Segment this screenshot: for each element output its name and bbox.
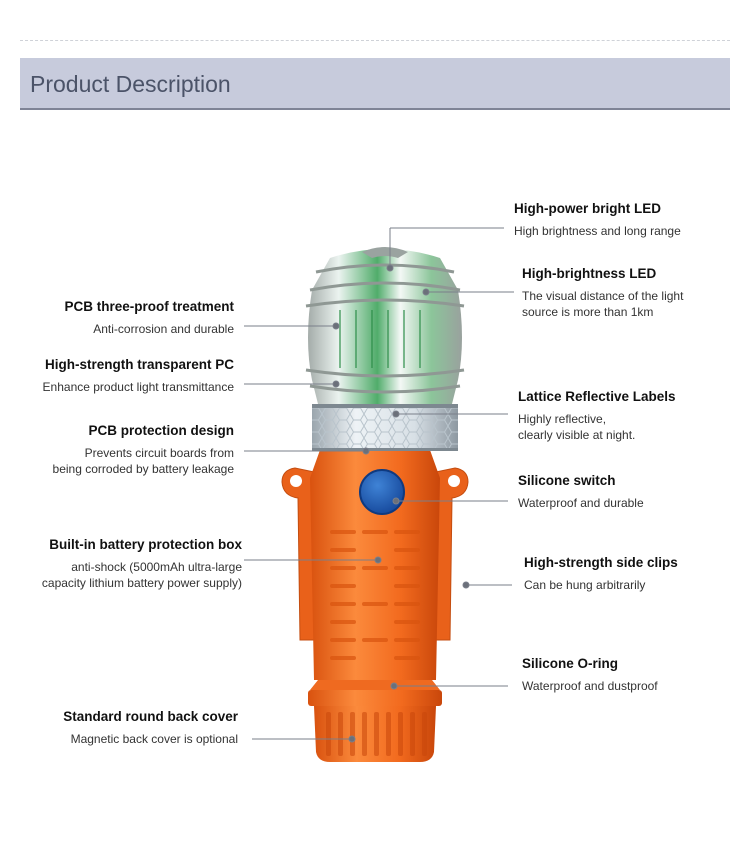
callout-desc: High brightness and long range (514, 224, 681, 238)
callout-battery-box: Built-in battery protection box anti-sho… (2, 536, 242, 591)
callout-desc: Highly reflective, clearly visible at ni… (518, 412, 636, 442)
reflective-band (312, 404, 458, 451)
callout-desc: Enhance product light transmittance (42, 380, 234, 394)
callout-title: High-strength transparent PC (44, 357, 234, 372)
battery-body (310, 448, 440, 680)
callout-title: Silicone O-ring (522, 656, 619, 671)
callout-pcb-protection: PCB protection design Prevents circuit b… (4, 422, 234, 477)
callout-title: PCB three-proof treatment (64, 299, 234, 314)
silicone-switch (359, 469, 405, 515)
callout-title: Built-in battery protection box (49, 537, 242, 552)
callout-desc: The visual distance of the light source … (522, 289, 684, 319)
callout-back-cover: Standard round back cover Magnetic back … (8, 708, 238, 747)
callout-transparent-pc: High-strength transparent PC Enhance pro… (4, 356, 234, 395)
callout-high-brightness-led: High-brightness LED The visual distance … (522, 265, 683, 320)
callout-desc: anti-shock (5000mAh ultra-large capacity… (41, 560, 242, 590)
callout-o-ring: Silicone O-ring Waterproof and dustproof (522, 655, 658, 694)
callout-title: PCB protection design (88, 423, 234, 438)
callout-desc: Prevents circuit boards from being corro… (52, 446, 234, 476)
callout-pcb-three-proof: PCB three-proof treatment Anti-corrosion… (4, 298, 234, 337)
top-dashed-divider (20, 40, 730, 41)
section-header: Product Description (20, 58, 730, 110)
callout-title: High-power bright LED (514, 201, 661, 216)
callout-desc: Can be hung arbitrarily (524, 578, 646, 592)
callout-desc: Magnetic back cover is optional (70, 732, 238, 746)
callout-desc: Anti-corrosion and durable (93, 322, 234, 336)
section-title: Product Description (30, 71, 231, 97)
callout-side-clips: High-strength side clips Can be hung arb… (524, 554, 678, 593)
callout-title: Silicone switch (518, 473, 616, 488)
callout-desc: Waterproof and dustproof (522, 679, 658, 693)
callout-title: High-brightness LED (522, 266, 657, 281)
callout-desc: Waterproof and durable (518, 496, 644, 510)
callout-high-power-led: High-power bright LED High brightness an… (514, 200, 681, 239)
lens-dome (305, 247, 465, 404)
callout-title: Lattice Reflective Labels (518, 389, 676, 404)
callout-title: Standard round back cover (63, 709, 238, 724)
callout-reflective-labels: Lattice Reflective Labels Highly reflect… (518, 388, 676, 443)
callout-title: High-strength side clips (524, 555, 678, 570)
back-cover (308, 680, 442, 762)
callout-silicone-switch: Silicone switch Waterproof and durable (518, 472, 644, 511)
